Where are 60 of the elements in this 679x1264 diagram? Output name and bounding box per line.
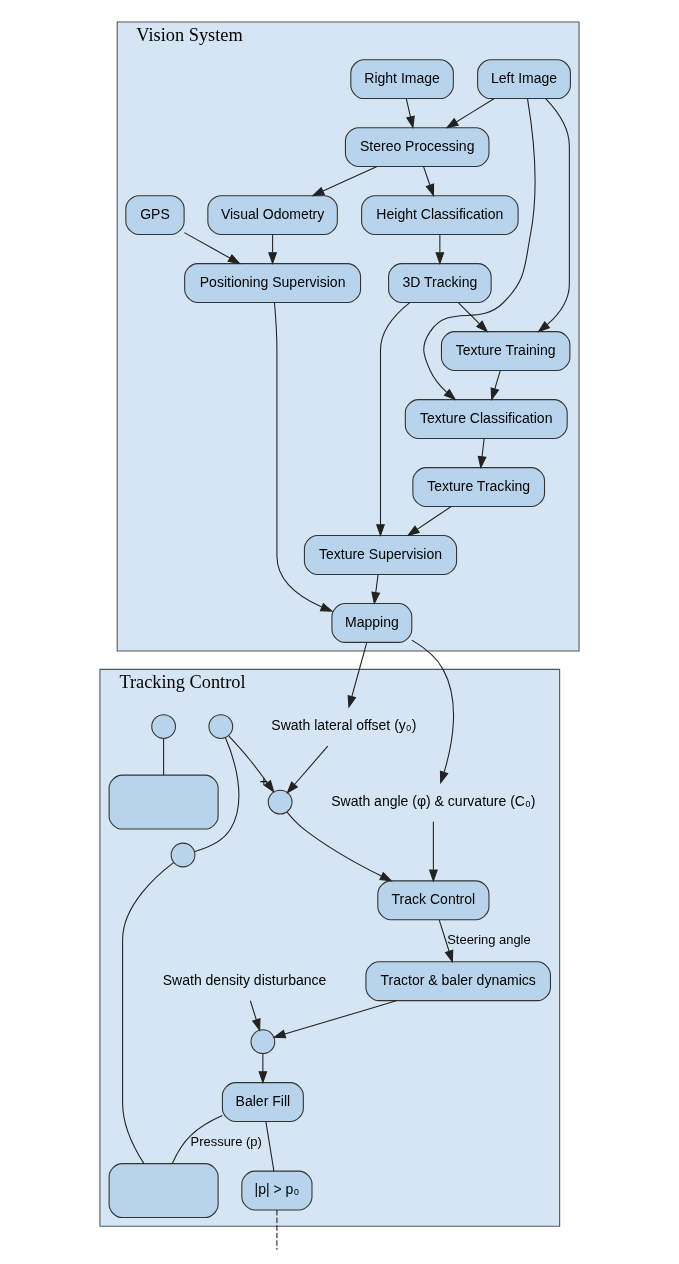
edge-label: Pressure (p) <box>190 1133 262 1149</box>
connector <box>276 1209 278 1251</box>
node-box: Height Classification <box>361 195 519 236</box>
node-box: GPS <box>125 195 185 236</box>
arrow <box>445 98 495 129</box>
node-text: Swath lateral offset (y₀) <box>271 717 417 734</box>
connector <box>163 737 165 776</box>
node-box: Right Image <box>350 59 454 100</box>
arrow <box>435 234 445 266</box>
arrow <box>428 821 438 883</box>
arrow <box>228 735 275 794</box>
node-circle <box>208 714 234 739</box>
arrow <box>438 919 454 964</box>
node-box: Texture Tracking <box>412 467 546 507</box>
node-box: Tractor & baler dynamics <box>365 961 551 1002</box>
arrow <box>477 438 487 470</box>
connector <box>194 737 240 852</box>
node-box: Positioning Supervision <box>184 263 362 304</box>
node-box: Texture Training <box>440 331 571 372</box>
arrow <box>311 166 378 197</box>
arrow <box>286 811 393 882</box>
arrow <box>406 506 452 537</box>
node-circle <box>250 1029 276 1055</box>
arrow <box>273 302 334 612</box>
arrow <box>249 1000 261 1032</box>
node-box: Track Control <box>377 880 490 921</box>
node-box: Baler Fill <box>221 1082 304 1123</box>
node-box: Mapping <box>331 603 413 643</box>
node-box: Left Image <box>477 59 571 100</box>
arrow <box>347 642 368 709</box>
node-circle <box>151 714 176 739</box>
arrow <box>490 370 501 401</box>
arrow <box>371 574 381 605</box>
connector <box>265 1121 275 1172</box>
node-circle <box>267 789 293 815</box>
arrow <box>272 1000 397 1039</box>
node-box <box>108 1163 219 1219</box>
node-circle <box>170 842 196 868</box>
arrow <box>411 639 455 785</box>
connector <box>122 862 175 1164</box>
node-box: Texture Supervision <box>303 535 458 575</box>
node-box: Texture Classification <box>404 399 568 439</box>
arrow <box>423 98 536 401</box>
arrow <box>375 302 411 538</box>
arrow <box>458 302 489 333</box>
node-box: |p| > p₀ <box>241 1170 313 1211</box>
node-box <box>108 774 219 830</box>
arrow <box>258 1053 268 1085</box>
node-box: Visual Odometry <box>207 195 338 236</box>
connector <box>171 1115 223 1165</box>
arrow <box>537 98 570 333</box>
arrow <box>286 745 329 794</box>
node-box: 3D Tracking <box>388 263 492 304</box>
arrow <box>405 98 415 130</box>
node-text: Swath density disturbance <box>162 971 327 988</box>
arrow <box>423 166 435 198</box>
arrow <box>183 232 241 265</box>
edge-label: Steering angle <box>447 932 531 948</box>
node-box: Stereo Processing <box>344 127 490 168</box>
node-text: Swath angle (φ) & curvature (C₀) <box>331 792 536 809</box>
